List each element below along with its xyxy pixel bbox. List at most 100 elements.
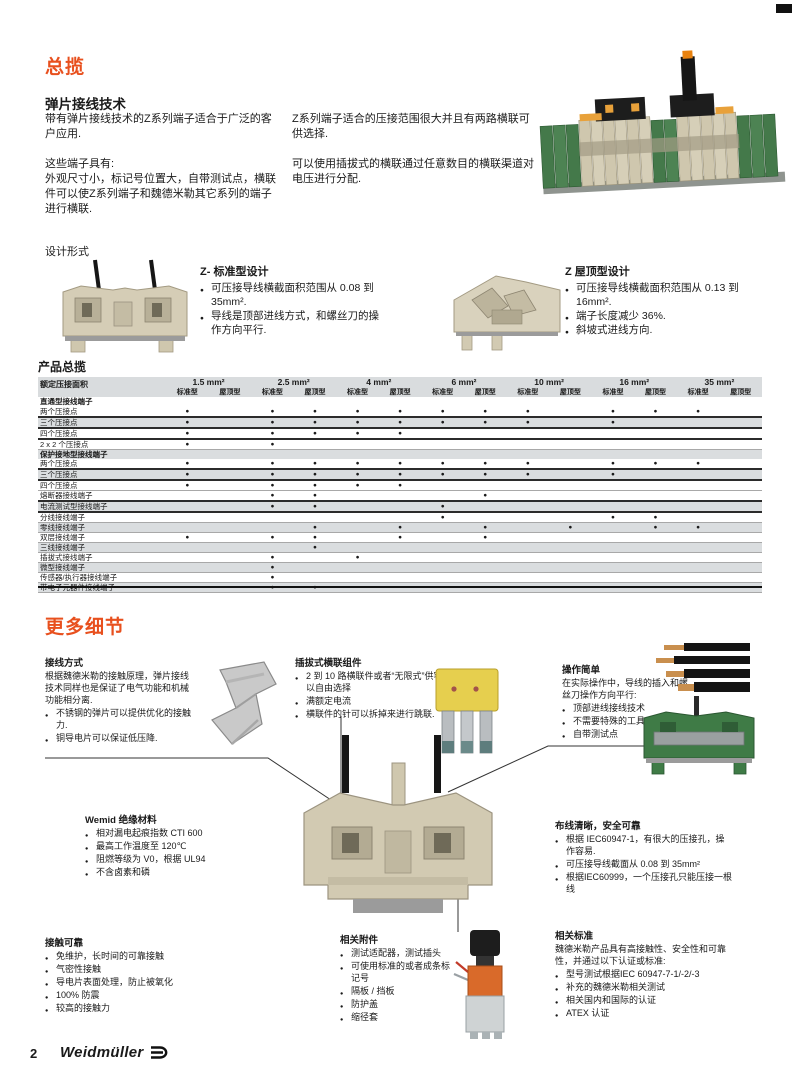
design-bullet: 端子长度减少 36%. [565,309,770,326]
empty-cell [378,552,422,563]
empty-cell [676,562,720,573]
roof-design-title: Z 屋顶型设计 [565,266,630,278]
empty-cell [634,479,677,491]
availability-dot-cell: ● [251,479,294,491]
col-subheader: 标准型 [251,387,294,397]
block-heading: 布线清晰，安全可靠 [555,821,641,832]
detail-bullet: 100% 防震 [45,989,265,1004]
availability-dot-cell: ● [463,490,507,502]
empty-cell [421,479,464,491]
intro-column-2: Z系列端子适合的压接范围很大并且有两路横联可供选择.可以使用插拔式的横联通过任意… [292,112,534,202]
brand-name: Weidmüller [60,1044,144,1061]
empty-cell [676,427,720,440]
block-bullets: 免维护，长时间的可靠接触气密性接触导电片表面处理，防止被氧化100% 防震较高的… [45,950,265,1017]
empty-cell [676,479,720,491]
empty-cell [506,500,550,513]
availability-dot-cell: ● [336,479,379,491]
empty-cell [208,468,252,481]
availability-dot-cell: ● [251,572,294,583]
empty-cell [719,449,762,459]
brand-logo-icon [150,1046,167,1059]
empty-cell [634,427,677,440]
detail-bullet: 横联件的针可以拆掉来进行跳联. [295,708,467,723]
empty-cell [591,479,635,491]
col-group-header: 16 mm² [591,377,677,387]
availability-dot-cell: ● [591,406,635,418]
block-bullets: 测试适配器，测试插头可使用标准的或者成条标记号隔板 / 挡板防护盖缩径套 [340,947,458,1026]
empty-cell [506,438,550,450]
table-row: 两个压接点●●●●●●●●●●● [38,406,762,418]
block-heading: 相关附件 [340,935,379,946]
empty-cell [549,468,592,481]
availability-dot-cell: ● [463,416,507,429]
roof-design-block: Z 屋顶型设计 可压接导线横截面积范围从 0.13 到 16mm².端子长度减少… [565,263,770,340]
empty-cell [634,562,677,573]
empty-cell [421,552,464,563]
col-group-header: 35 mm² [676,377,762,387]
availability-dot-cell: ● [293,468,337,481]
empty-cell [634,416,677,429]
detail-bullet: 可使用标准的或者成条标记号 [340,960,458,984]
empty-cell [166,511,209,523]
empty-cell [208,438,252,450]
empty-cell [591,449,635,459]
empty-cell [463,479,507,491]
availability-dot-cell: ● [634,406,677,418]
availability-dot-cell: ● [336,416,379,429]
empty-cell [294,397,337,407]
empty-cell [719,397,762,407]
row-label: 四个压接点 [38,427,166,440]
empty-cell [676,532,720,543]
empty-cell [634,490,677,502]
availability-dot-cell: ● [293,458,337,470]
empty-cell [336,500,379,513]
block-lead: 魏德米勒产品具有高接触性、安全性和可靠性，并通过以下认证或标准: [555,944,727,966]
availability-dot-cell: ● [378,522,422,533]
table-row: 零线接线端子●●●●●● [38,522,762,533]
availability-dot-cell: ● [166,438,209,450]
empty-cell [719,427,762,440]
empty-cell [208,490,252,502]
availability-dot-cell: ● [421,458,464,470]
empty-cell [463,449,507,459]
design-forms-label: 设计形式 [45,246,89,258]
empty-cell [463,542,507,553]
availability-dot-cell: ● [634,458,677,470]
empty-cell [378,511,422,523]
col-subheader: 屋顶型 [634,387,677,397]
table-row: 电流测试型接线端子●●● [38,500,762,513]
empty-cell [676,500,720,513]
col-subheader: 标准型 [421,387,464,397]
standard-design-block: Z- 标准型设计 可压接导线横截面积范围从 0.08 到 35mm².导线是顶部… [200,263,385,337]
table-category-row: 保护接地型接线端子 [38,449,762,459]
empty-cell [336,542,379,553]
empty-cell [591,522,635,533]
empty-cell [251,449,294,459]
empty-cell [378,438,422,450]
row-label: 直通型接线端子 [40,397,93,407]
availability-dot-cell: ● [421,416,464,429]
availability-dot-cell: ● [293,416,337,429]
green-terminal-photo [643,696,755,775]
brand-footer: Weidmüller [60,1044,171,1061]
empty-cell [506,449,550,459]
availability-dot-cell: ● [336,552,379,563]
availability-dot-cell: ● [251,458,294,470]
design-bullet: 可压接导线横截面积范围从 0.13 到 16mm². [565,281,770,309]
availability-dot-cell: ● [293,500,337,513]
empty-cell [676,468,720,481]
availability-dot-cell: ● [166,416,209,429]
availability-dot-cell: ● [506,416,550,429]
detail-bullet: 不锈钢的弹片可以提供优化的接触力. [45,707,195,731]
large-terminal-photo [303,735,493,913]
availability-dot-cell: ● [506,468,550,481]
block-heading: 相关标准 [555,931,594,942]
empty-cell [719,406,762,418]
availability-dot-cell: ● [378,468,422,481]
empty-cell [719,500,762,513]
empty-cell [591,572,635,583]
detail-bullet: 不需要特殊的工具 [562,715,690,730]
empty-cell [293,572,337,583]
